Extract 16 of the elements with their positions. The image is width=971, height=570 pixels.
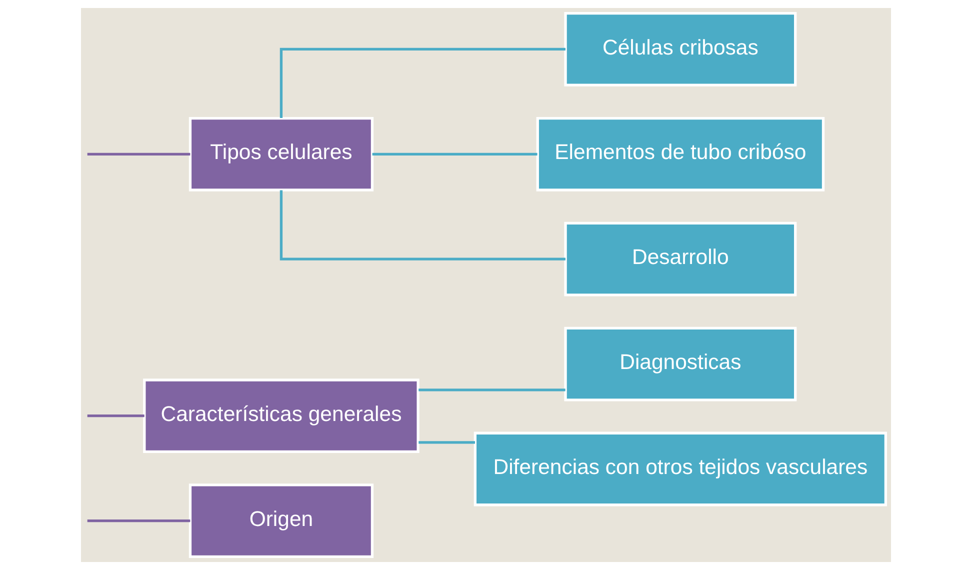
node-box: Diferencias con otros tejidos vasculares: [473, 432, 887, 506]
connector: [418, 441, 475, 444]
connector: [86, 152, 190, 156]
connector: [86, 414, 144, 418]
node-box: Diagnosticas: [564, 326, 796, 402]
node-box: Origen: [188, 484, 374, 558]
connector: [418, 388, 565, 392]
connector: [279, 190, 565, 260]
connector: [372, 152, 537, 156]
connector: [86, 519, 190, 522]
connector: [279, 48, 565, 118]
node-box: Elementos de tubo cribóso: [536, 116, 824, 192]
node-box: Células cribosas: [564, 12, 796, 86]
node-box: Características generales: [142, 378, 419, 454]
node-box: Desarrollo: [564, 222, 796, 296]
node-box: Tipos celulares: [188, 116, 374, 192]
